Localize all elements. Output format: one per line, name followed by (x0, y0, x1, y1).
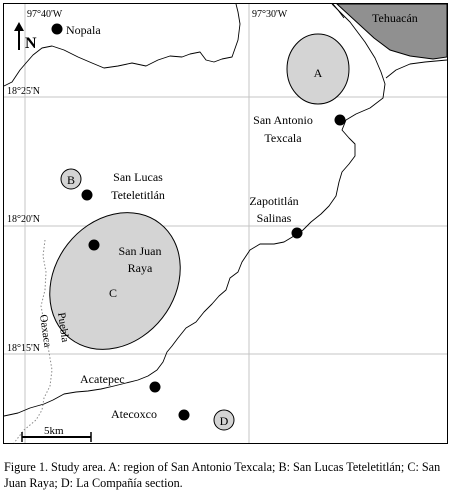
scale-bar: 5km (21, 425, 92, 442)
tehuacan-label: Tehuacán (372, 11, 418, 25)
nopala-label: Nopala (66, 23, 101, 37)
atecoxco-label: Atecoxco (111, 407, 157, 421)
map: N 97°40'W 97°30'W 18°25'N 18°20'N 18°15'… (3, 3, 448, 444)
region-c-label: C (109, 286, 117, 300)
region-a (286, 33, 350, 105)
region-d-label: D (220, 414, 229, 428)
atecoxco-dot (178, 409, 190, 421)
zapotitlan-dot (291, 227, 303, 239)
locality-dots (51, 23, 346, 421)
region-a-label: A (314, 66, 323, 80)
valley-boundary (3, 3, 448, 417)
north-label: N (25, 35, 37, 52)
zapotitlan-label-2: Salinas (257, 211, 292, 225)
tehuacan-area (335, 3, 448, 60)
region-b (60, 168, 82, 190)
san-juan-dot (88, 239, 100, 251)
acatepec-label: Acatepec (80, 372, 125, 386)
coord-18-15: 18°15'N (7, 343, 40, 354)
coord-18-25: 18°25'N (7, 86, 40, 97)
figure-caption: Figure 1. Study area. A: region of San A… (4, 460, 441, 490)
region-b-label: B (67, 173, 75, 187)
tehuacan-road (385, 59, 448, 79)
north-arrow-icon: N (14, 22, 37, 52)
tehuacan-edge (332, 3, 345, 19)
puebla-label: Puebla (55, 312, 71, 343)
san-lucas-label-1: San Lucas (113, 170, 163, 184)
region-c (49, 212, 181, 350)
north-boundary (3, 3, 241, 87)
nopala-dot (51, 23, 63, 35)
coord-97-30: 97°30'W (252, 9, 288, 20)
san-antonio-label-2: Texcala (264, 131, 302, 145)
map-frame (3, 3, 448, 444)
coord-18-20: 18°20'N (7, 214, 40, 225)
oaxaca-label: Oaxaca (37, 314, 53, 348)
san-lucas-label-2: Teteletitlán (111, 188, 165, 202)
east-south-boundary (3, 3, 386, 417)
coordinate-grid (4, 4, 447, 443)
scale-bar-label: 5km (44, 425, 64, 437)
zapotitlan-label-1: Zapotitlán (249, 194, 298, 208)
san-antonio-label-1: San Antonio (253, 113, 313, 127)
region-d (213, 409, 235, 431)
acatepec-dot (149, 381, 161, 393)
san-juan-label-2: Raya (128, 261, 153, 275)
san-antonio-dot (334, 114, 346, 126)
coord-97-40: 97°40'W (27, 9, 63, 20)
san-lucas-dot (81, 189, 93, 201)
san-juan-label-1: San Juan (119, 244, 162, 258)
